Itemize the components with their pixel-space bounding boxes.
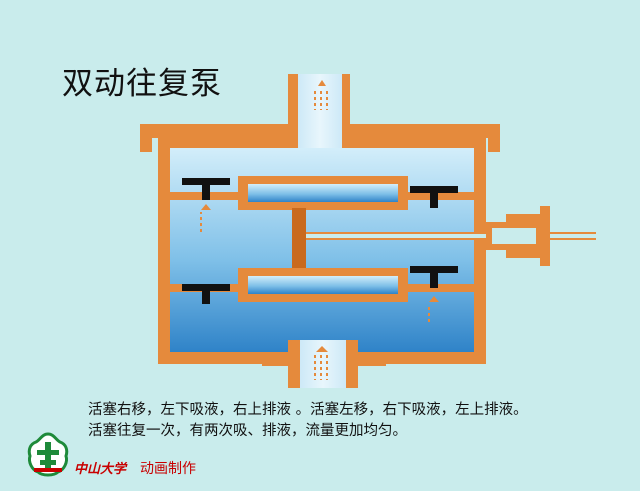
explanation-line-2: 活塞往复一次，有两次吸、排液，流量更加均匀。 xyxy=(88,423,407,439)
animation-credit: 动画制作 xyxy=(140,461,196,477)
university-logo xyxy=(27,432,69,477)
explanation-text: 活塞右移，左下吸液，右上排液 。活塞左移，右下吸液，左上排液。 活塞往复一次，有… xyxy=(88,400,528,442)
flow-arrow-lower-right xyxy=(428,296,440,324)
explanation-line-1: 活塞右移，左下吸液，右上排液 。活塞左移，右下吸液，左上排液。 xyxy=(88,402,528,418)
piston xyxy=(292,208,306,268)
school-name: 中山大学 xyxy=(74,462,127,477)
valve-upper-right xyxy=(410,186,458,208)
flow-arrow-upper-left xyxy=(200,204,212,232)
diagram-title: 双动往复泵 xyxy=(62,66,222,102)
valve-lower-left xyxy=(182,284,230,304)
valve-upper-left xyxy=(182,178,230,200)
flow-arrow-discharge xyxy=(314,80,330,110)
piston-rod xyxy=(306,232,596,240)
stuffing-box xyxy=(486,206,550,266)
flow-arrow-suction xyxy=(314,346,330,380)
valve-lower-right xyxy=(410,266,458,288)
